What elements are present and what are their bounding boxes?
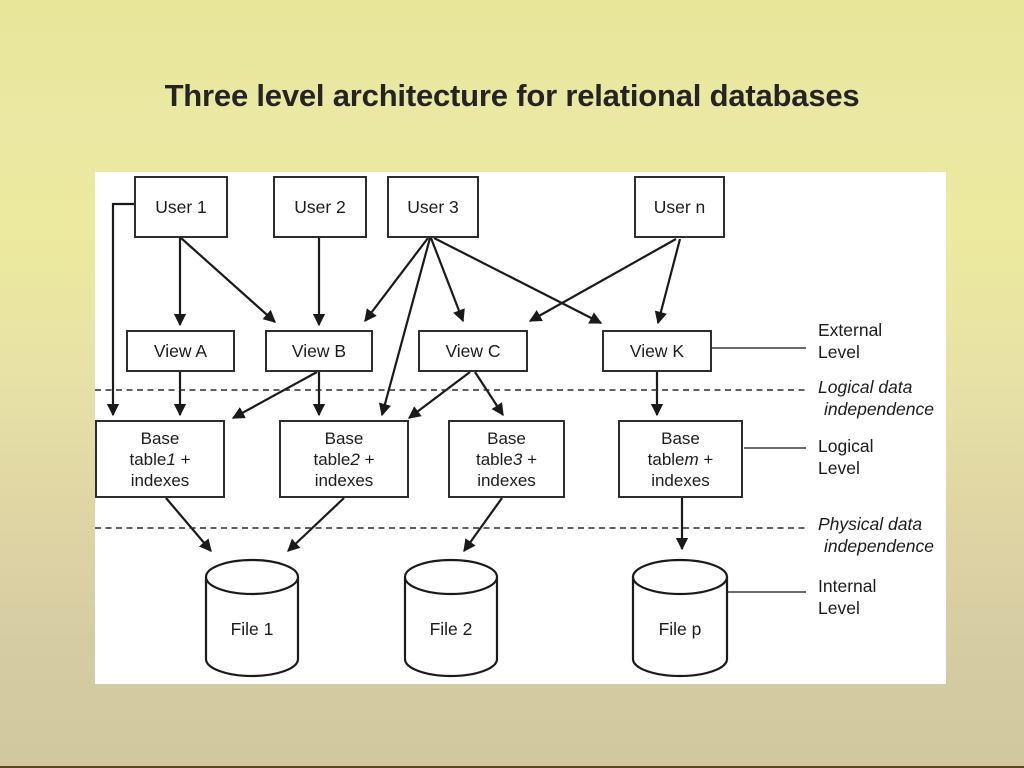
node-base-table-1: Base table1 + indexes xyxy=(95,420,225,498)
base-2-line1: Base xyxy=(324,428,364,448)
node-view-c: View C xyxy=(418,330,528,372)
node-view-b: View B xyxy=(265,330,373,372)
label-logical-level: Logical Level xyxy=(818,436,874,478)
file-cylinders xyxy=(204,558,729,678)
user1-bypass-line xyxy=(106,202,134,417)
base-1-line1: Base xyxy=(140,428,180,448)
base-m-line1: Base xyxy=(661,428,700,448)
label-logical-data-independence: Logical data independence xyxy=(818,377,934,419)
label-physical-data-independence: Physical data independence xyxy=(818,514,934,556)
label-internal-level: Internal Level xyxy=(818,576,877,618)
file-p-label: File p xyxy=(658,619,702,639)
view-to-base-arrows xyxy=(173,371,664,419)
base-to-file-arrows xyxy=(165,497,689,553)
node-user-1-label: User 1 xyxy=(155,196,207,217)
base-3-line2: table3 + xyxy=(476,449,537,469)
base-1-line2: table1 + xyxy=(129,449,191,469)
user3-to-base2-arrow xyxy=(378,237,432,417)
node-base-table-3: Base table3 + indexes xyxy=(448,420,565,498)
node-user-2-label: User 2 xyxy=(294,196,346,217)
base-1-line3: indexes xyxy=(130,470,190,490)
node-user-3-label: User 3 xyxy=(407,196,459,217)
node-user-n-label: User n xyxy=(653,196,706,217)
node-view-c-label: View C xyxy=(445,340,501,361)
node-user-3: User 3 xyxy=(387,176,479,238)
base-2-line2: table2 + xyxy=(313,449,375,469)
file-2-label: File 2 xyxy=(429,619,473,639)
base-3-line3: indexes xyxy=(477,470,536,490)
node-view-b-label: View B xyxy=(291,340,347,361)
node-user-1: User 1 xyxy=(134,176,228,238)
base-2-line3: indexes xyxy=(314,470,374,490)
slide-bottom-edge xyxy=(0,766,1024,768)
node-view-k: View K xyxy=(602,330,712,372)
file-1-label: File 1 xyxy=(230,619,274,639)
node-view-a-label: View A xyxy=(153,340,208,361)
slide-title: Three level architecture for relational … xyxy=(164,78,860,113)
independence-dashed-lines xyxy=(95,389,808,529)
node-view-k-label: View K xyxy=(629,340,685,361)
level-pointer-lines xyxy=(712,347,806,593)
node-base-table-2: Base table2 + indexes xyxy=(279,420,409,498)
user-to-view-arrows xyxy=(173,237,682,327)
node-user-2: User 2 xyxy=(273,176,367,238)
node-user-n: User n xyxy=(634,176,725,238)
label-external-level: External Level xyxy=(818,320,883,362)
base-m-line2: tablem + xyxy=(647,449,714,469)
base-m-line3: indexes xyxy=(651,470,710,490)
node-base-table-m: Base tablem + indexes xyxy=(618,420,743,498)
node-view-a: View A xyxy=(126,330,235,372)
base-3-line1: Base xyxy=(487,428,526,448)
